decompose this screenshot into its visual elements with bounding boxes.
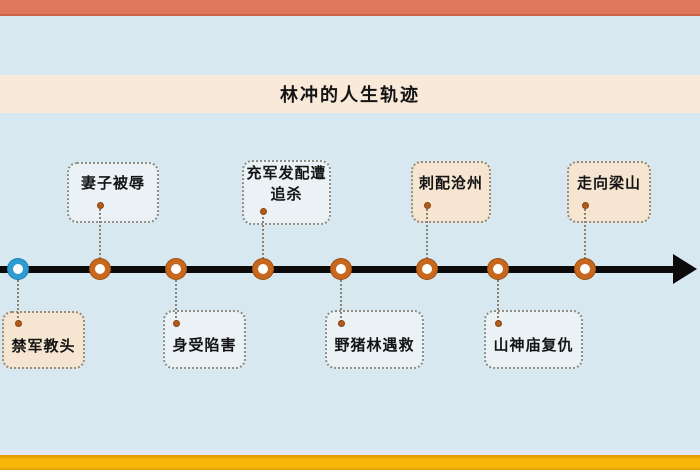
anchor-dot-icon: [97, 202, 104, 209]
page-title: 林冲的人生轨迹: [280, 85, 420, 105]
event-box-zouxiang-liangshan: 走向梁山: [567, 161, 651, 223]
event-label: 妻子被辱: [80, 175, 145, 193]
arrow-right-icon: [673, 254, 697, 284]
event-label: 刺配沧州: [418, 174, 483, 192]
event-box-chongjun-fapei: 充军发配遭追杀: [242, 160, 331, 225]
anchor-dot-icon: [424, 202, 431, 209]
connector-event-3: [175, 272, 177, 322]
anchor-dot-icon: [495, 320, 502, 327]
connector-event-1: [17, 272, 19, 322]
event-label: 走向梁山: [576, 174, 641, 192]
event-box-shanshenmiao-fuchou: 山神庙复仇: [484, 310, 583, 369]
connector-event-7: [497, 272, 499, 322]
event-label: 山神庙复仇: [493, 337, 574, 355]
anchor-dot-icon: [582, 202, 589, 209]
event-label: 禁军教头: [11, 337, 76, 355]
connector-event-8: [584, 206, 586, 267]
event-label: 野猪林遇救: [334, 337, 415, 355]
anchor-dot-icon: [260, 208, 267, 215]
connector-event-4: [262, 212, 264, 267]
connector-event-2: [99, 206, 101, 267]
connector-event-6: [426, 206, 428, 267]
anchor-dot-icon: [173, 320, 180, 327]
event-box-jinjun-jiaotou: 禁军教头: [2, 311, 85, 369]
timeline-node-icon: [90, 259, 110, 279]
event-box-qizi-beiru: 妻子被辱: [67, 162, 159, 223]
timeline-node-icon: [575, 259, 595, 279]
timeline-node-icon: [331, 259, 351, 279]
bottom-accent-bar: [0, 455, 700, 470]
timeline-node-start-icon: [8, 259, 28, 279]
event-label: 充军发配遭追杀: [246, 165, 327, 203]
timeline-node-icon: [253, 259, 273, 279]
event-label: 身受陷害: [172, 337, 237, 355]
timeline-node-icon: [166, 259, 186, 279]
timeline-node-icon: [488, 259, 508, 279]
connector-event-5: [340, 272, 342, 322]
anchor-dot-icon: [15, 320, 22, 327]
event-box-cipei-cangzhou: 刺配沧州: [411, 161, 491, 223]
bottom-light-strip: [0, 450, 700, 455]
title-band: 林冲的人生轨迹: [0, 75, 700, 113]
top-accent-bar: [0, 0, 700, 16]
event-box-yezhulin-yujiu: 野猪林遇救: [325, 310, 424, 369]
timeline-node-icon: [417, 259, 437, 279]
anchor-dot-icon: [338, 320, 345, 327]
